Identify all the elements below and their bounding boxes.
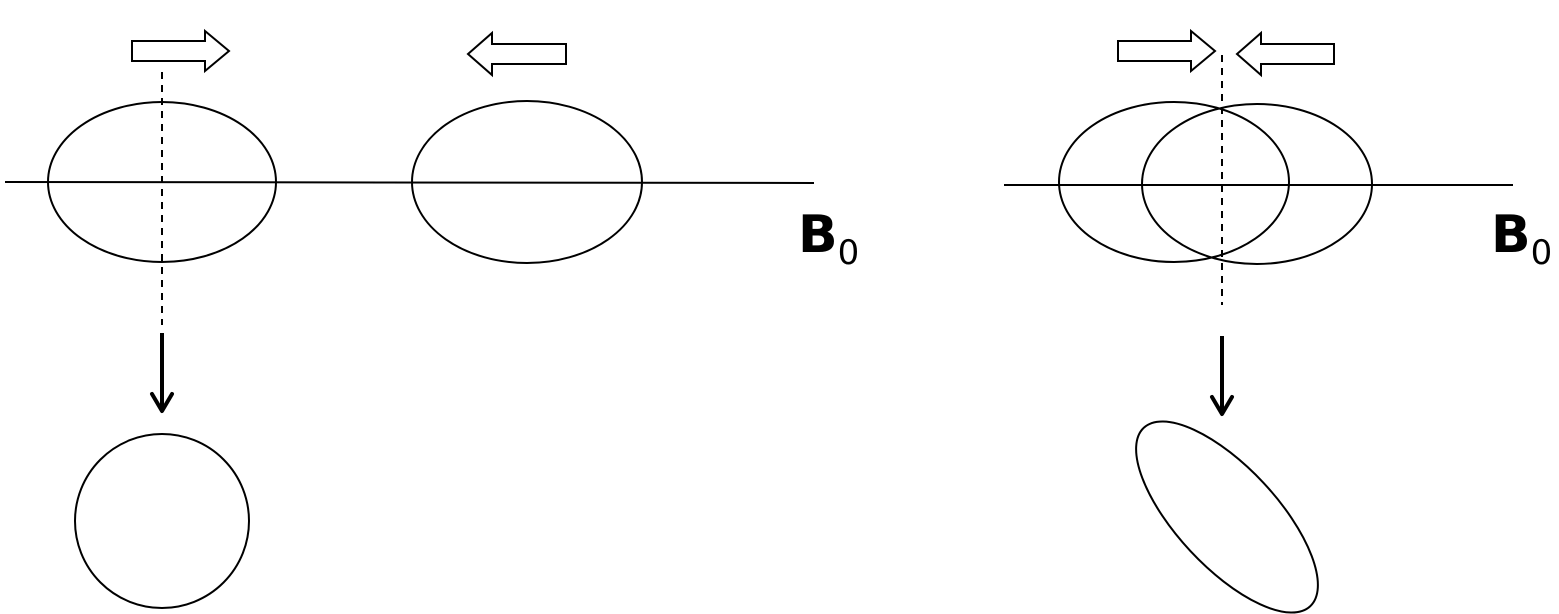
result-tilted-ellipse	[1135, 420, 1319, 614]
down-arrow-icon	[1210, 336, 1234, 416]
hollow-right-arrow-icon	[131, 28, 231, 74]
field-label-main: B	[798, 205, 838, 265]
down-arrow-icon	[150, 333, 174, 413]
field-label-sub: 0	[1531, 233, 1553, 273]
field-label-left: B0	[798, 205, 859, 273]
right-panel: B0	[1004, 28, 1552, 614]
hollow-left-arrow-icon	[1235, 30, 1335, 78]
hollow-left-arrow-icon	[466, 30, 567, 78]
hollow-right-arrow-icon	[1117, 28, 1217, 74]
field-axis-line	[4, 181, 815, 184]
left-overlapping-ellipse	[1058, 101, 1290, 263]
field-label-sub: 0	[838, 233, 860, 273]
left-panel: B0	[4, 28, 859, 609]
field-label-main: B	[1491, 205, 1531, 265]
result-circle	[74, 433, 250, 609]
field-label-right: B0	[1491, 205, 1552, 273]
